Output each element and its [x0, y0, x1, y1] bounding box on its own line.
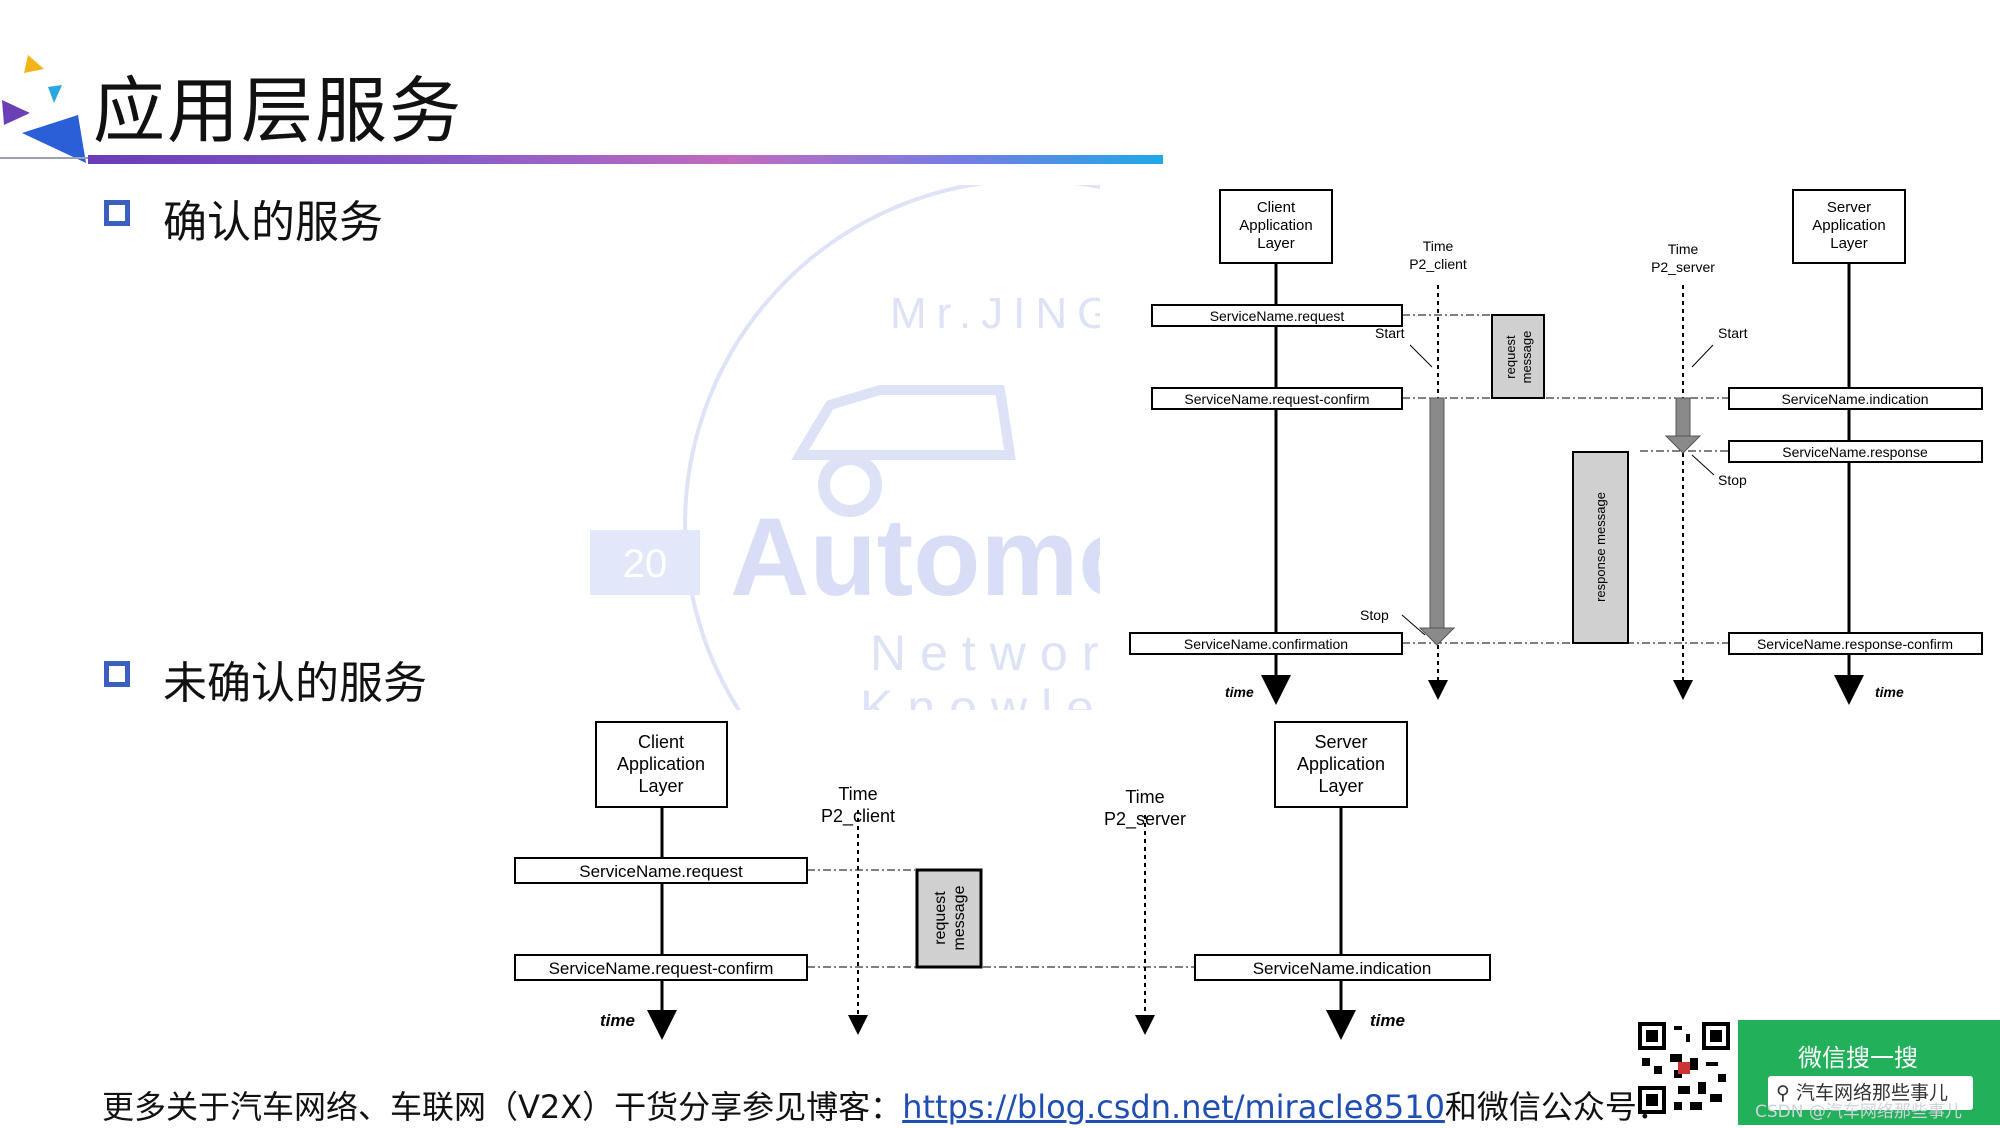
time-client-line1: Time: [838, 784, 877, 804]
primitive-request: ServiceName.request: [1210, 308, 1345, 324]
csdn-watermark: CSDN @汽车网络那些事儿: [1755, 1102, 1962, 1122]
stop-label-client: Stop: [1360, 607, 1389, 623]
time-client-line2: P2_client: [821, 806, 895, 827]
watermark-brand: Automo: [730, 496, 1100, 619]
start-label-client: Start: [1375, 325, 1405, 341]
wechat-search-button[interactable]: 微信搜一搜: [1798, 1044, 1918, 1072]
start-label-server: Start: [1718, 325, 1748, 341]
bullet-icon: [104, 661, 130, 687]
time-server-line1: Time: [1125, 787, 1164, 807]
title-underline-left: [0, 157, 90, 159]
search-icon: ⚲: [1776, 1082, 1796, 1104]
watermark-number: 20: [623, 542, 668, 586]
request-message-line1: request: [932, 891, 949, 945]
page-title: 应用层服务: [93, 69, 464, 153]
time-label-right: time: [1370, 1011, 1405, 1030]
wechat-search-text: 汽车网络那些事儿: [1795, 1082, 1948, 1104]
unconfirmed-service-diagram: Client Application Layer Server Applicat…: [514, 721, 1491, 1040]
wechat-search-panel[interactable]: 微信搜一搜 ⚲ 汽车网络那些事儿: [1738, 1020, 2000, 1125]
client-box-line1: Client: [638, 732, 684, 752]
footer-suffix: 和微信公众号：: [1444, 1088, 1669, 1126]
primitive-request: ServiceName.request: [579, 862, 743, 881]
request-message-line2: message: [951, 885, 968, 950]
time-label-right: time: [1875, 684, 1904, 700]
server-box-line1: Server: [1827, 199, 1871, 216]
primitive-confirmation: ServiceName.confirmation: [1184, 636, 1348, 652]
footer-prefix: 更多关于汽车网络、车联网（V2X）干货分享参见博客：: [102, 1088, 903, 1126]
server-box-line3: Layer: [1830, 235, 1868, 252]
title-gradient-bar: [88, 155, 1163, 164]
server-layer-box: [1274, 721, 1408, 808]
server-box-line2: Application: [1812, 217, 1885, 234]
primitive-response-confirm: ServiceName.response-confirm: [1757, 636, 1953, 652]
server-box-line2: Application: [1297, 754, 1385, 774]
server-box-line1: Server: [1314, 732, 1367, 752]
footer-text: 更多关于汽车网络、车联网（V2X）干货分享参见博客：https://blog.c…: [102, 1082, 1669, 1128]
client-box-line2: Application: [617, 754, 705, 774]
client-box-line2: Application: [1239, 217, 1312, 234]
confirmed-service-diagram: Client Application Layer Server Applicat…: [1129, 189, 1983, 705]
watermark-line3: Knowle: [860, 680, 1100, 710]
time-server-line1: Time: [1668, 241, 1699, 257]
client-box-line3: Layer: [1257, 235, 1295, 252]
section-confirmed: 确认的服务: [163, 197, 383, 248]
wechat-search-box[interactable]: ⚲ 汽车网络那些事儿: [1768, 1076, 1973, 1110]
logo-icon: [2, 55, 86, 163]
primitive-request-confirm: ServiceName.request-confirm: [549, 959, 774, 978]
time-label-left: time: [1225, 684, 1254, 700]
section-unconfirmed: 未确认的服务: [163, 658, 427, 709]
primitive-indication: ServiceName.indication: [1253, 959, 1432, 978]
time-client-line1: Time: [1423, 238, 1454, 254]
request-message-line1: request: [1503, 335, 1518, 379]
watermark-line1: Mr.JING: [890, 289, 1100, 338]
primitive-response: ServiceName.response: [1782, 444, 1928, 460]
server-layer-box: [1792, 189, 1906, 264]
bullet-icon: [104, 200, 130, 226]
time-server-line2: P2_server: [1651, 259, 1715, 275]
stop-label-server: Stop: [1718, 472, 1747, 488]
client-layer-box: [1219, 189, 1333, 264]
watermark-line2: Networ: [870, 625, 1100, 681]
client-box-line3: Layer: [638, 776, 683, 796]
request-message-line2: message: [1519, 331, 1534, 384]
time-client-line2: P2_client: [1409, 256, 1467, 272]
qr-code-icon: [1638, 1022, 1730, 1114]
client-layer-box: [595, 721, 728, 808]
primitive-request-confirm: ServiceName.request-confirm: [1184, 391, 1369, 407]
blog-link[interactable]: https://blog.csdn.net/miracle8510: [902, 1088, 1445, 1126]
response-message: response message: [1593, 492, 1608, 602]
time-server-line2: P2_server: [1104, 809, 1186, 830]
primitive-indication: ServiceName.indication: [1781, 391, 1928, 407]
client-box-line1: Client: [1257, 199, 1296, 216]
server-box-line3: Layer: [1318, 776, 1363, 796]
time-label-left: time: [600, 1011, 635, 1030]
watermark: 20 Automo Mr.JING Networ Knowle: [590, 185, 1100, 710]
